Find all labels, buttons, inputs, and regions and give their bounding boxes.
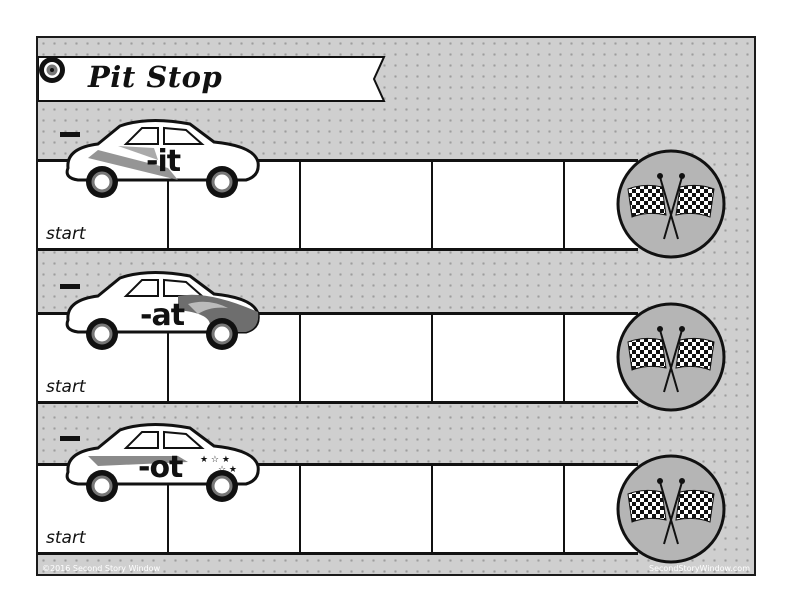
start-label: start — [46, 377, 86, 397]
word-family-label: -it — [146, 144, 181, 179]
track-cell[interactable] — [301, 315, 433, 401]
website-text: SecondStoryWindow.com — [648, 564, 750, 573]
title-banner: Pit Stop — [38, 56, 386, 102]
track-cell[interactable] — [301, 162, 433, 248]
game-board: Pit Stop start — [36, 36, 756, 576]
start-label: start — [46, 224, 86, 244]
track-cell[interactable] — [433, 315, 565, 401]
car-icon: ★ ☆ ★ ☆ ★ — [60, 422, 260, 502]
checkered-flags-icon — [616, 149, 726, 259]
copyright-text: ©2016 Second Story Window — [42, 564, 161, 573]
track-cell-start[interactable]: start — [38, 466, 169, 552]
track-cell[interactable] — [433, 466, 565, 552]
page-title: Pit Stop — [88, 60, 223, 94]
banner-shape — [38, 56, 386, 102]
tire-icon — [39, 57, 65, 83]
checkered-flags-icon — [616, 454, 726, 564]
car-icon — [60, 118, 260, 198]
race-car-lane-3: ★ ☆ ★ ☆ ★ -ot — [58, 422, 262, 506]
svg-text:☆ ★: ☆ ★ — [218, 465, 237, 475]
track-cell[interactable] — [169, 466, 301, 552]
track-cell-start[interactable]: start — [38, 162, 169, 248]
start-label: start — [46, 528, 86, 548]
track-cell[interactable] — [433, 162, 565, 248]
word-family-label: -at — [140, 298, 185, 333]
track-cell[interactable] — [169, 315, 301, 401]
track-lane-1: start — [38, 159, 638, 251]
track-cell[interactable] — [169, 162, 301, 248]
track-cell-start[interactable]: start — [38, 315, 169, 401]
car-icon — [60, 270, 260, 350]
race-car-lane-1: -it — [58, 118, 262, 202]
checkered-flags-icon — [616, 302, 726, 412]
track-cell[interactable] — [301, 466, 433, 552]
race-car-lane-2: -at — [58, 270, 262, 354]
svg-text:★ ☆ ★: ★ ☆ ★ — [200, 455, 230, 465]
word-family-label: -ot — [138, 450, 183, 485]
